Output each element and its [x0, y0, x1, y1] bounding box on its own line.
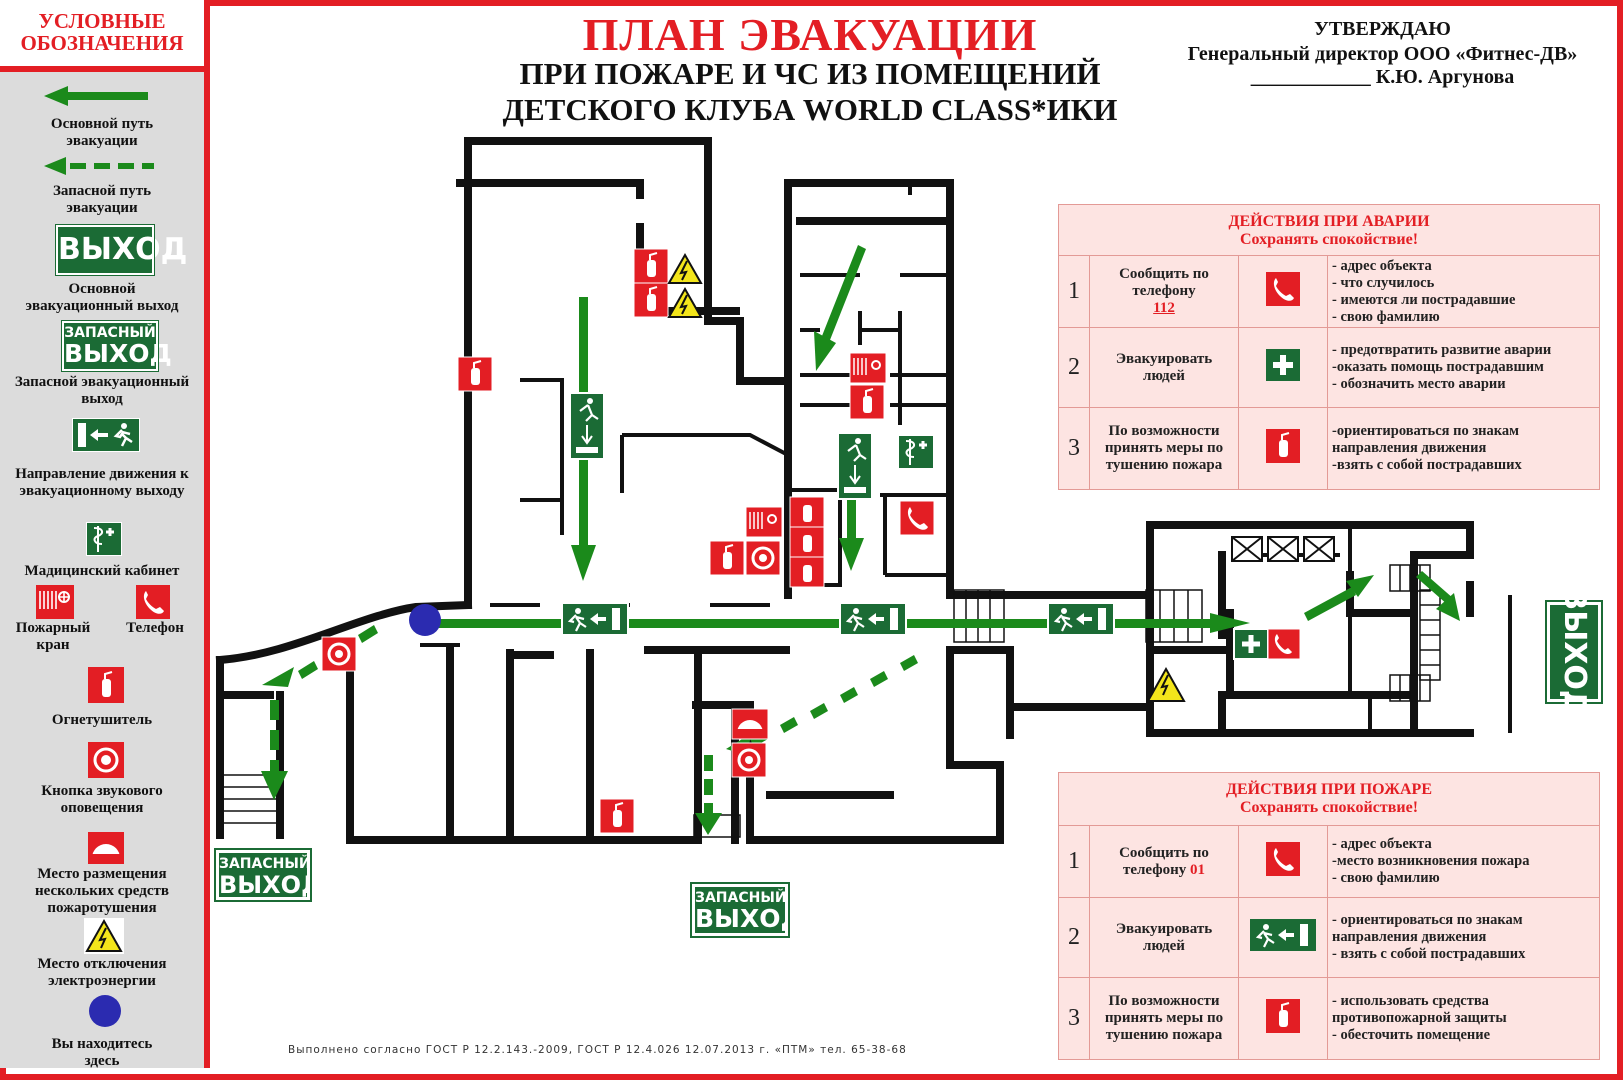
legend-label-medical: Мадицинский кабинет	[24, 563, 180, 579]
extinguisher-icon	[1266, 999, 1300, 1034]
legend-label-hydrant: Пожарный кран	[15, 620, 91, 653]
legend-label-phone: Телефон	[126, 620, 184, 636]
fire-equipment-icon	[88, 832, 124, 864]
accident-row-1-detail: - имеются ли пострадавшие	[1332, 291, 1516, 308]
exit-sign-icon: ВЫХОД	[55, 224, 187, 276]
accident-panel-title: ДЕЙСТВИЯ ПРИ АВАРИИ	[1228, 213, 1430, 230]
fire-row-1-num: 1	[1059, 825, 1090, 898]
approval-line-3: ____________ К.Ю. Аргунова	[1250, 66, 1515, 88]
accident-row-2-detail: -оказать помощь пострадавшим	[1332, 359, 1544, 375]
fire-row-2-detail: - взять с собой пострадавших	[1332, 946, 1526, 962]
fire-row-3-detail: - обесточить помещение	[1332, 1027, 1491, 1044]
accident-row-2-detail: - предотвратить развитие аварии	[1332, 342, 1552, 358]
accident-row-1-num: 1	[1059, 255, 1090, 328]
phone-icon	[136, 585, 170, 619]
fire-row-2-detail: - ориентироваться по знакам направления …	[1332, 912, 1523, 945]
main-evacuation-route	[430, 245, 1460, 633]
fire-panel-title: ДЕЙСТВИЯ ПРИ ПОЖАРЕ	[1226, 781, 1432, 798]
legend-label-you-are-here: Вы находитесь здесь	[51, 1036, 153, 1069]
approval-line-2: Генеральный директор ООО «Фитнес-ДВ»	[1187, 43, 1578, 65]
you-are-here-marker	[409, 604, 441, 636]
fire-panel-subtitle: Сохранять спокойствие!	[1239, 799, 1419, 816]
accident-row-1-detail: - свою фамилию	[1332, 308, 1440, 325]
legend-label-main-exit: Основной эвакуационный выход	[25, 281, 179, 314]
legend-label-spare-route: Запасной путь эвакуации	[53, 183, 151, 216]
floor-plan	[215, 137, 1512, 844]
phone-icon	[1266, 842, 1300, 876]
elevator-shafts	[1231, 536, 1335, 562]
spare-exit-bottom-sign: ЗАПАСНЫЙ ВЫХОД	[690, 882, 803, 938]
medical-room-icon	[86, 522, 122, 556]
accident-actions-panel: ДЕЙСТВИЯ ПРИ АВАРИИ Сохранять спокойстви…	[1058, 204, 1600, 490]
exit-direction-icon	[1250, 919, 1316, 951]
phone-icon	[1266, 272, 1300, 306]
spare-exit-left-sign: ЗАПАСНЫЙ ВЫХОД	[214, 848, 322, 902]
fire-row-1-detail: - свою фамилию	[1332, 870, 1440, 886]
fire-row-1-action: Сообщить по телефону	[1119, 844, 1209, 878]
legend-label-power-off: Место отключения электроэнергии	[37, 956, 167, 989]
alarm-button-icon	[88, 742, 124, 778]
accident-row-2-detail: - обозначить место аварии	[1332, 376, 1506, 392]
page-subtitle-line-2: ДЕТСКОГО КЛУБА WORLD CLASS*ИКИ	[502, 92, 1118, 127]
fire-phone-number: 01	[1190, 861, 1206, 878]
legend-label-direction: Направление движения к эвакуационному вы…	[15, 466, 189, 499]
page-subtitle-line-1: ПРИ ПОЖАРЕ И ЧС ИЗ ПОМЕЩЕНИЙ	[519, 56, 1101, 91]
extinguisher-icon	[88, 667, 124, 703]
first-aid-icon	[1266, 349, 1300, 381]
accident-row-3-num: 3	[1059, 407, 1090, 490]
legend: УСЛОВНЫЕ ОБОЗНАЧЕНИЯ Основной путь эваку…	[0, 0, 210, 1069]
fire-row-1-detail: -место возникновения пожара	[1332, 853, 1530, 869]
fire-actions-panel: ДЕЙСТВИЯ ПРИ ПОЖАРЕ Сохранять спокойстви…	[1058, 772, 1600, 1060]
fire-row-2-num: 2	[1059, 897, 1090, 978]
page-title: ПЛАН ЭВАКУАЦИИ	[582, 9, 1038, 60]
solid-arrow-left-icon	[44, 86, 148, 106]
accident-row-3-detail: -взять с собой пострадавших	[1332, 457, 1522, 474]
legend-label-main-route: Основной путь эвакуации	[50, 116, 154, 149]
approval-line-1: УТВЕРЖДАЮ	[1314, 18, 1451, 40]
legend-title: УСЛОВНЫЕ ОБОЗНАЧЕНИЯ	[0, 0, 204, 72]
power-off-icon	[84, 918, 124, 954]
accident-row-3-action: По возможности принять меры по тушению п…	[1089, 407, 1239, 490]
fire-row-3-detail: - использовать средства противопожарной …	[1332, 993, 1507, 1027]
stairs	[221, 564, 1441, 838]
exit-direction-signs	[561, 392, 1115, 636]
main-exit-sign: ВЫХОД	[1545, 587, 1603, 717]
footer-note: Выполнено согласно ГОСТ Р 12.2.143.-2009…	[288, 1044, 907, 1056]
legend-label-extinguisher: Огнетушитель	[51, 712, 153, 728]
accident-row-3-detail: -ориентироваться по знакам направления д…	[1332, 423, 1520, 457]
legend-label-spare-exit: Запасной эвакуационный выход	[14, 374, 190, 407]
fire-row-3-action: По возможности принять меры по тушению п…	[1089, 977, 1239, 1060]
accident-row-2-action: Эвакуировать людей	[1089, 327, 1239, 408]
fire-hydrant-icon	[36, 585, 74, 619]
extinguisher-icon	[1266, 429, 1300, 464]
legend-label-fire-equipment: Место размещения нескольких средств пожа…	[35, 866, 169, 916]
accident-phone-number: 112	[1153, 300, 1175, 316]
dashed-arrow-left-icon	[44, 157, 154, 175]
exit-direction-icon	[72, 418, 140, 452]
fire-row-2-action: Эвакуировать людей	[1089, 897, 1239, 978]
fire-row-3-num: 3	[1059, 977, 1090, 1060]
fire-row-1-detail: - адрес объекта	[1332, 836, 1432, 852]
accident-row-1-action: Сообщить по телефону	[1119, 266, 1209, 299]
spare-exit-sign-icon: ЗАПАСНЫЙ ВЫХОД	[61, 320, 172, 372]
you-are-here-icon	[89, 995, 121, 1027]
accident-row-1-detail: - адрес объекта	[1332, 257, 1432, 274]
accident-row-1-detail: - что случилось	[1332, 274, 1435, 291]
accident-panel-subtitle: Сохранять спокойствие!	[1239, 231, 1419, 248]
legend-label-alarm: Кнопка звукового оповещения	[41, 783, 163, 816]
fire-equipment-markers	[321, 248, 1301, 834]
accident-row-2-num: 2	[1059, 327, 1090, 408]
